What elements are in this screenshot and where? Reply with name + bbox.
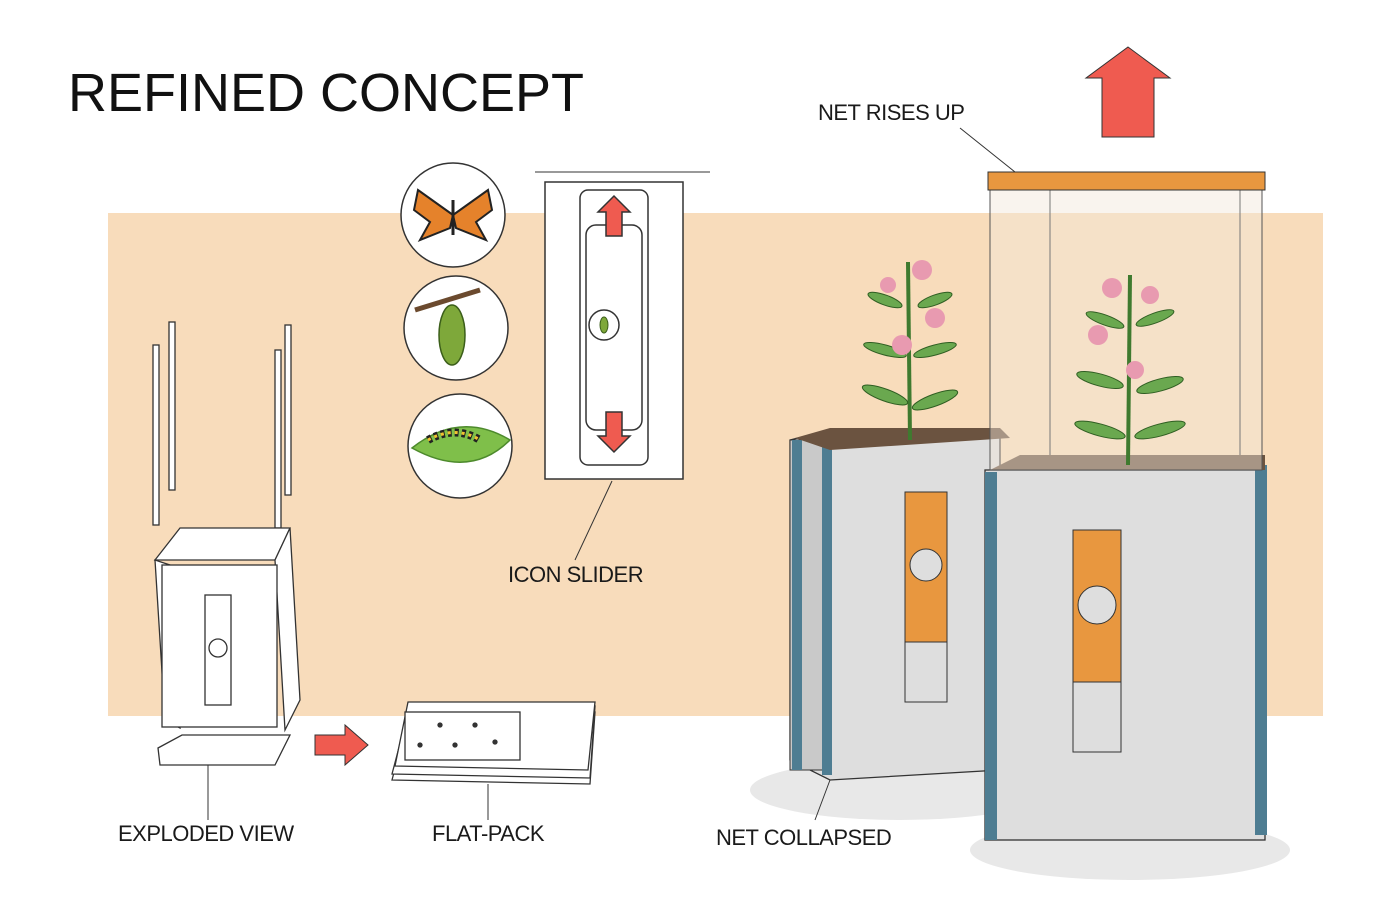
page-title: REFINED CONCEPT [68, 63, 585, 123]
planter-net-raised [970, 171, 1290, 880]
red-arrow-up-icon [1084, 46, 1172, 138]
net-rises-up-label: NET RISES UP [818, 100, 965, 125]
net-collapsed-label: NET COLLAPSED [716, 825, 892, 850]
chrysalis-icon [403, 275, 509, 381]
caterpillar-icon [407, 393, 513, 499]
planter-net-collapsed [750, 260, 1050, 821]
flat-pack-label: FLAT-PACK [432, 821, 545, 846]
exploded-view-diagram [152, 321, 301, 820]
flat-pack-diagram [391, 701, 596, 820]
exploded-view-label: EXPLODED VIEW [118, 821, 294, 846]
icon-slider-label: ICON SLIDER [508, 562, 644, 587]
red-arrow-right-icon [314, 723, 369, 767]
butterfly-icon [400, 162, 506, 268]
icon-slider-diagram [535, 171, 710, 561]
